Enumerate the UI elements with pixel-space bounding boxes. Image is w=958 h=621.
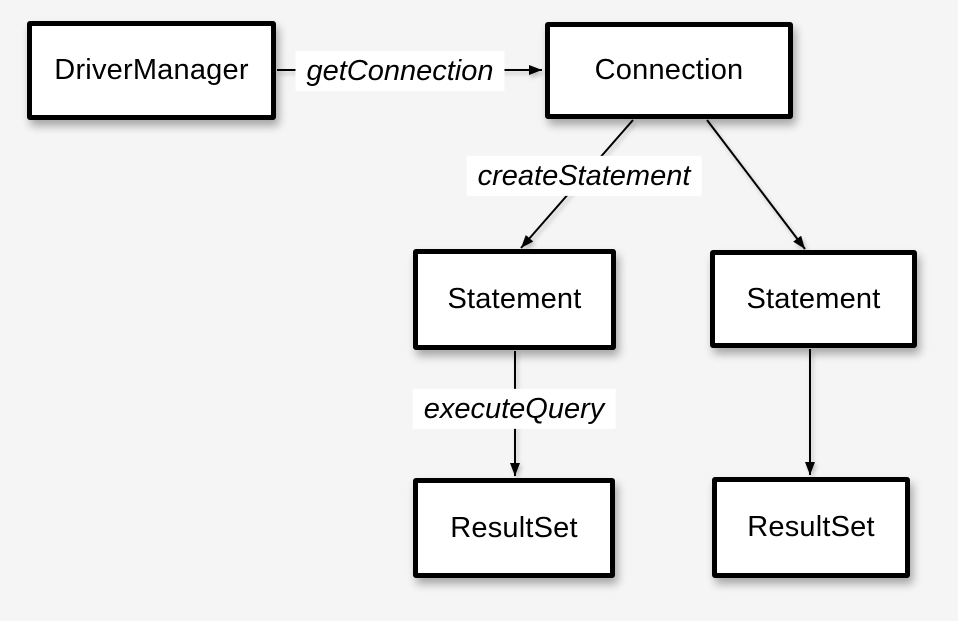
edge-label-getconnection: getConnection [295,50,505,92]
node-drivermanager: DriverManager [27,21,276,120]
node-resultset-1: ResultSet [413,478,615,578]
node-statement-2-label: Statement [746,282,881,315]
node-connection: Connection [545,22,793,119]
node-statement-1: Statement [413,249,616,350]
edge-label-executequery: executeQuery [412,388,616,430]
node-connection-label: Connection [594,54,744,86]
node-drivermanager-label: DriverManager [54,54,249,86]
node-resultset-2-label: ResultSet [747,511,875,543]
node-resultset-1-label: ResultSet [450,511,578,544]
node-resultset-2: ResultSet [712,477,910,578]
connection-to-statement2-arrow [706,119,806,250]
edge-label-createstatement: createStatement [466,155,702,197]
node-statement-1-label: Statement [447,283,582,315]
node-statement-2: Statement [710,250,917,348]
